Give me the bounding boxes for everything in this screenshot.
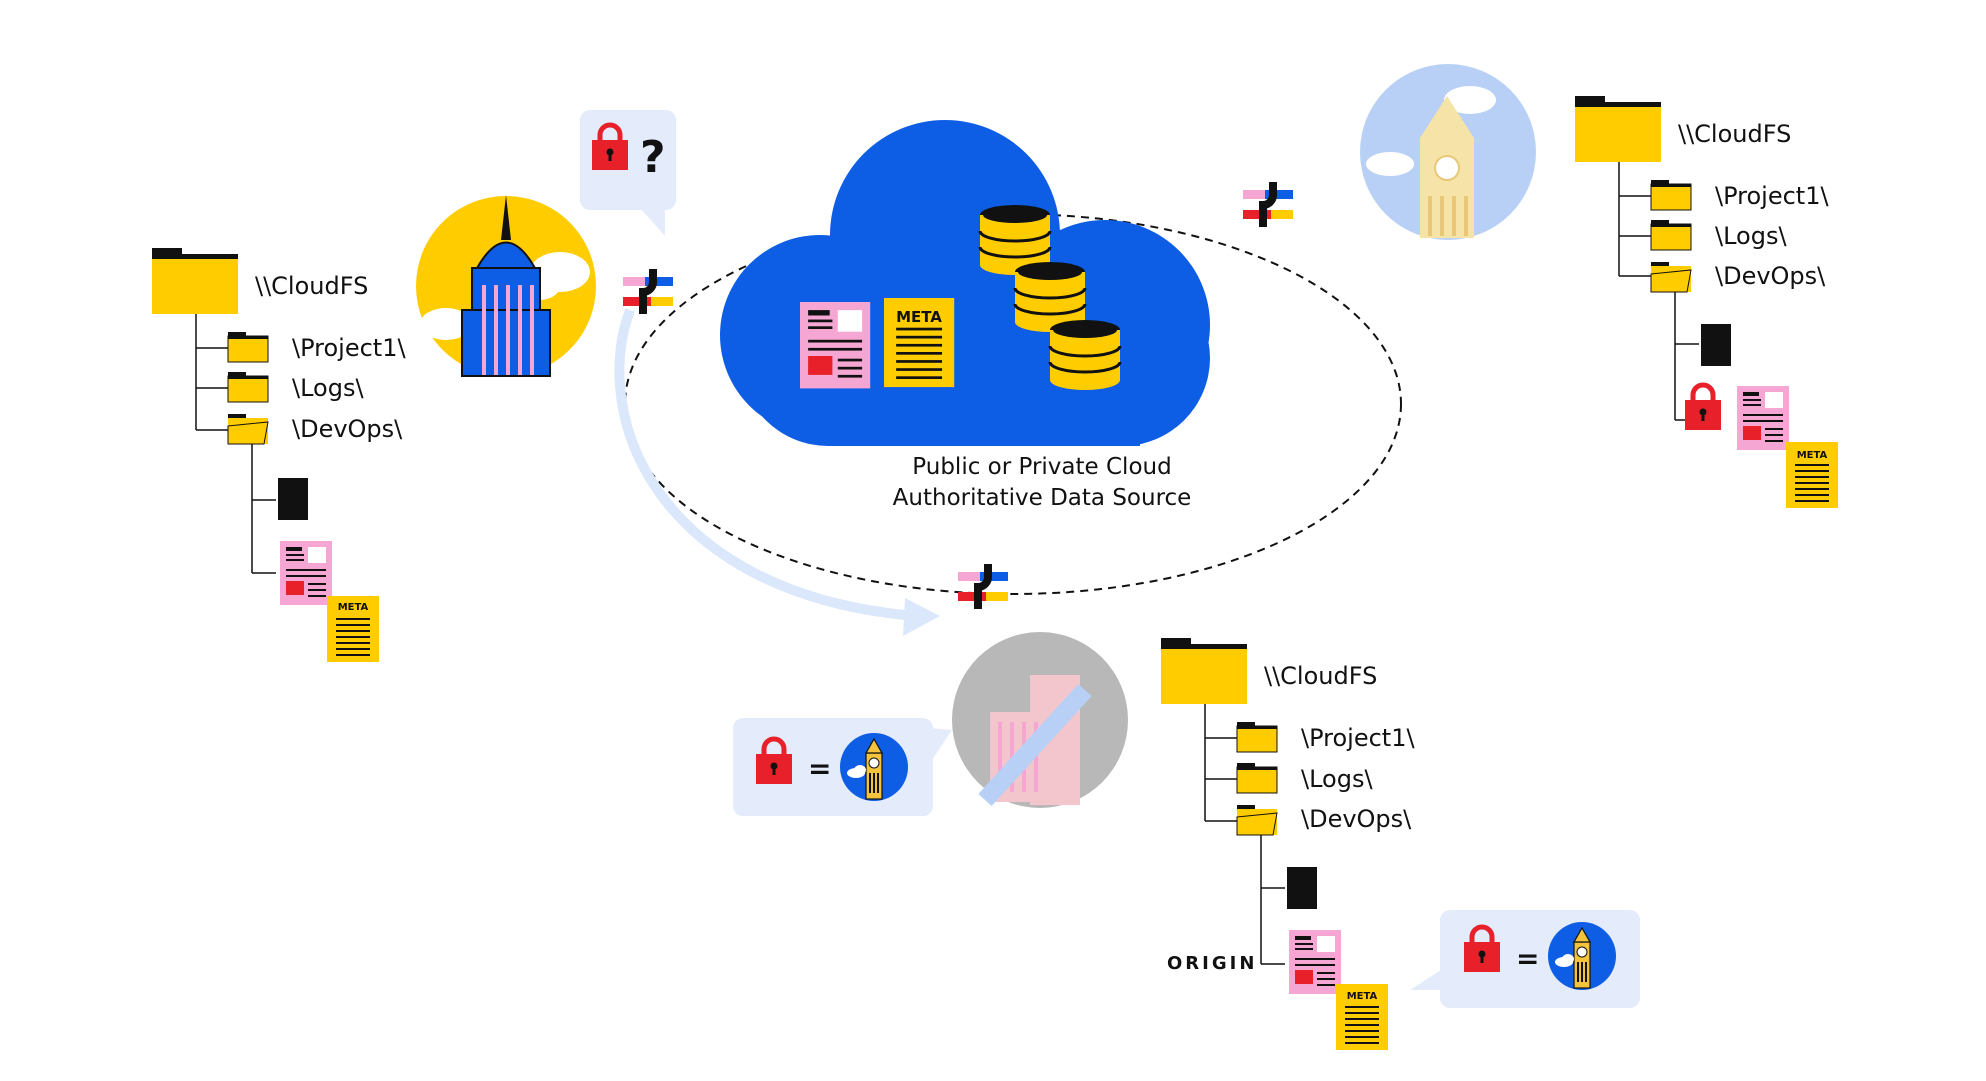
meta-label: META bbox=[338, 602, 369, 613]
folder-icon bbox=[1650, 179, 1692, 211]
sync-arrow bbox=[614, 308, 906, 620]
tree-bottom-folder-devops: \DevOps\ bbox=[1301, 805, 1412, 833]
tree-top-right-folder-logs: \Logs\ bbox=[1715, 222, 1787, 250]
meta-label: META bbox=[1347, 991, 1378, 1002]
tree-left-folder-logs: \Logs\ bbox=[292, 374, 364, 402]
tree-top-right-folder-project1: \Project1\ bbox=[1715, 182, 1829, 210]
question-mark: ? bbox=[640, 132, 666, 183]
clocktower-site-badge bbox=[1360, 64, 1536, 240]
cloud-caption: Public or Private Cloud Authoritative Da… bbox=[822, 452, 1262, 514]
file-black-icon bbox=[278, 478, 308, 520]
database-icon-3 bbox=[1048, 318, 1122, 392]
document-icon bbox=[280, 541, 332, 605]
sync-arrow-head bbox=[903, 598, 940, 636]
folder-open-icon bbox=[1650, 261, 1692, 293]
tree-left-folder-project1: \Project1\ bbox=[292, 334, 406, 362]
tree-top-right-folder-devops: \DevOps\ bbox=[1715, 262, 1826, 290]
folder-icon bbox=[1236, 762, 1278, 794]
cloud-meta-label: META bbox=[896, 308, 942, 326]
tree-left: META bbox=[152, 248, 379, 662]
tree-bottom-root-label: \\CloudFS bbox=[1264, 662, 1378, 690]
tree-left-root-label: \\CloudFS bbox=[255, 272, 369, 300]
tree-top-right: META bbox=[1575, 96, 1838, 508]
cloud-data-source bbox=[720, 120, 1210, 446]
skyscraper-site-badge bbox=[416, 195, 596, 377]
document-icon bbox=[1737, 386, 1789, 450]
equals-sign-mid: = bbox=[808, 752, 832, 785]
root-folder-icon bbox=[1161, 638, 1247, 704]
document-icon bbox=[1289, 930, 1341, 994]
sync-icon-right bbox=[1243, 182, 1293, 227]
tree-top-right-root-label: \\CloudFS bbox=[1678, 120, 1792, 148]
building-site-badge bbox=[952, 632, 1128, 808]
sync-icon-bottom bbox=[958, 564, 1008, 609]
meta-label: META bbox=[1797, 450, 1828, 461]
origin-label: ORIGIN bbox=[1167, 953, 1258, 974]
folder-icon bbox=[227, 371, 269, 403]
tree-left-folder-devops: \DevOps\ bbox=[292, 415, 403, 443]
folder-icon bbox=[1236, 721, 1278, 753]
sync-icon-left bbox=[623, 269, 673, 314]
file-black-icon bbox=[1287, 867, 1317, 909]
folder-icon bbox=[227, 331, 269, 363]
folder-open-icon bbox=[1236, 804, 1278, 836]
cloud-caption-line2: Authoritative Data Source bbox=[892, 485, 1192, 511]
cloud-document-icon bbox=[800, 302, 871, 389]
file-black-icon bbox=[1701, 324, 1731, 366]
cloud-caption-line1: Public or Private Cloud bbox=[912, 454, 1172, 480]
tree-bottom: META bbox=[1161, 638, 1388, 1050]
root-folder-icon bbox=[152, 248, 238, 314]
tree-bottom-folder-project1: \Project1\ bbox=[1301, 724, 1415, 752]
folder-icon bbox=[1650, 219, 1692, 251]
lock-icon bbox=[1685, 385, 1721, 430]
tree-bottom-folder-logs: \Logs\ bbox=[1301, 765, 1373, 793]
folder-open-icon bbox=[227, 413, 269, 445]
clocktower-mini-icon-mid bbox=[839, 732, 909, 802]
root-folder-icon bbox=[1575, 96, 1661, 162]
equals-sign-bottom: = bbox=[1516, 942, 1540, 975]
clocktower-mini-icon-bottom bbox=[1547, 921, 1617, 991]
